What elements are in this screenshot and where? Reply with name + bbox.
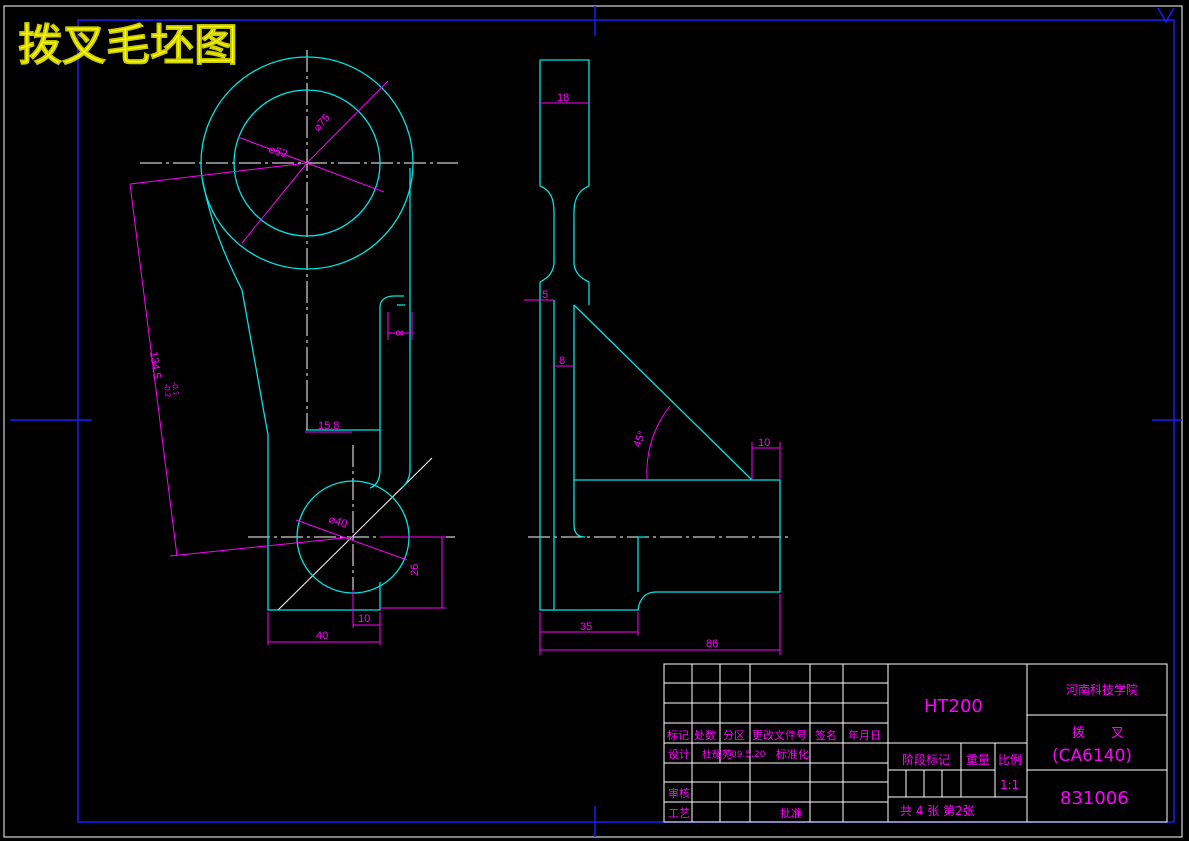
tb-drawing-no: 831006 xyxy=(1060,788,1129,809)
tb-date: 09.5.20 xyxy=(731,750,766,760)
dim-86: 86 xyxy=(706,638,718,650)
tb-approve: 批准 xyxy=(780,806,802,820)
tb-process: 工艺 xyxy=(668,807,690,820)
tb-weight: 重量 xyxy=(966,753,990,767)
tb-scale-label: 比例 xyxy=(998,753,1022,767)
dim-15-8: 15.8 xyxy=(318,420,339,432)
tb-header-4: 签名 xyxy=(815,728,837,742)
dim-d52: ⌀52 xyxy=(267,143,289,160)
tb-header-3: 更改文件号 xyxy=(752,728,807,742)
dim-134: 134.5 xyxy=(147,351,163,380)
dim-8b: 8 xyxy=(559,355,565,367)
tb-machine: (CA6140) xyxy=(1052,746,1132,766)
dim-5: 5 xyxy=(542,289,548,301)
dim-d40: ⌀40 xyxy=(327,513,349,530)
dim-10b: 10 xyxy=(758,437,770,449)
side-view: 18 5 8 45° 10 35 86 xyxy=(524,59,790,655)
dim-tol-lower: -0.2 xyxy=(162,383,173,398)
dim-10: 10 xyxy=(358,613,370,625)
tb-part-name: 拨 叉 xyxy=(1072,726,1124,741)
tb-material: HT200 xyxy=(924,696,983,717)
dim-35: 35 xyxy=(580,621,592,633)
tb-standardize: 标准化 xyxy=(776,747,809,761)
title-block: HT200 河南科技学院 拨 叉 (CA6140) 831006 阶段标记 重量… xyxy=(663,663,1168,823)
tb-review: 审核 xyxy=(668,786,690,800)
dim-26: 26 xyxy=(409,564,421,576)
dim-18: 18 xyxy=(557,92,569,104)
tb-header-1: 处数 xyxy=(694,729,716,742)
dim-8: 8 xyxy=(393,330,405,336)
dim-tol-upper: -0.1 xyxy=(170,381,181,396)
tb-designer: 杜耀苑 xyxy=(702,748,732,761)
tb-header-5: 年月日 xyxy=(848,728,881,742)
tb-sheets: 共 4 张 第2张 xyxy=(900,804,975,818)
tb-scale: 1:1 xyxy=(1000,778,1019,792)
tb-school: 河南科技学院 xyxy=(1066,682,1138,697)
tb-stage-mark: 阶段标记 xyxy=(902,752,950,767)
tb-header-0: 标记 xyxy=(667,728,689,742)
dim-45: 45° xyxy=(632,429,649,449)
tb-design-label: 设计 xyxy=(668,748,690,761)
drawing-frame xyxy=(3,5,1183,838)
dim-40: 40 xyxy=(316,630,328,642)
tb-header-2: 分区 xyxy=(723,729,745,742)
drawing-title: 拨叉毛坯图 xyxy=(18,20,238,71)
